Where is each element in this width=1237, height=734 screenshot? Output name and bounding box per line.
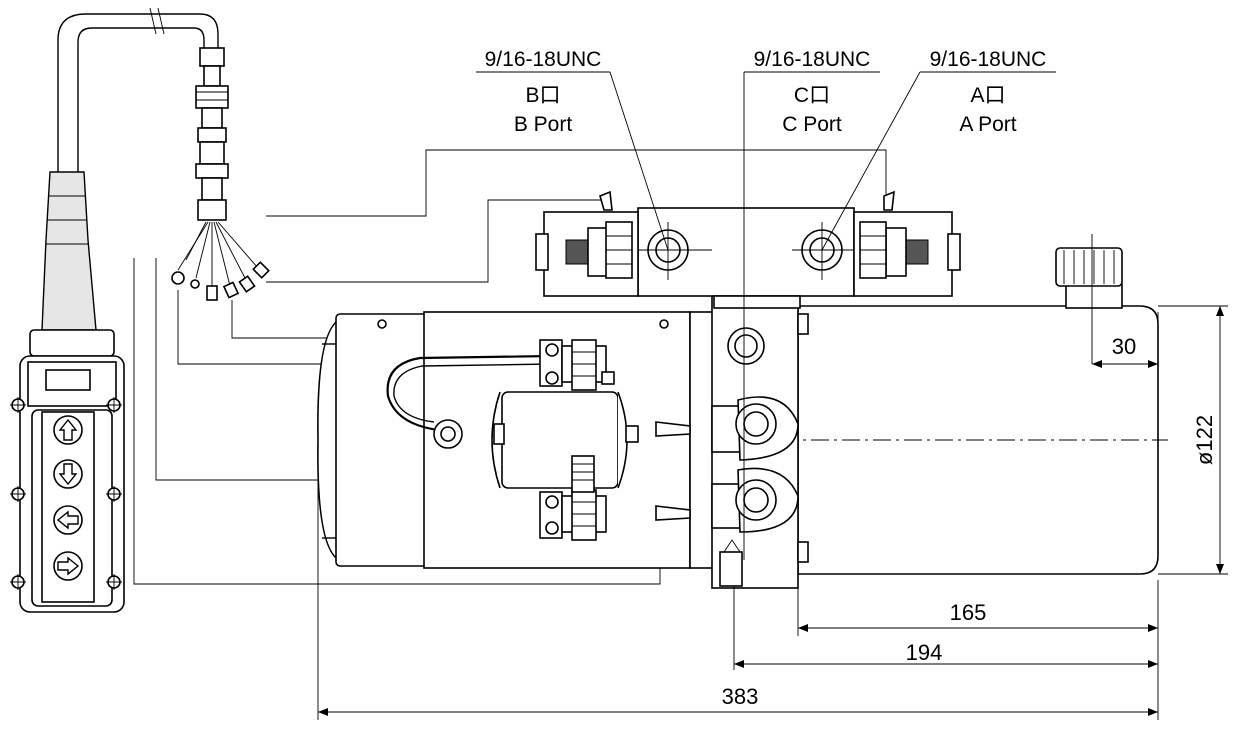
b-port-thread: 9/16-18UNC: [485, 48, 602, 71]
arrow-down-icon: [58, 463, 78, 486]
port-label-c: 9/16-18UNC C口 C Port: [743, 48, 880, 200]
dim-165-text: 165: [950, 600, 987, 625]
dim-30-text: 30: [1112, 334, 1136, 359]
port-label-b: 9/16-18UNC B口 B Port: [476, 48, 669, 251]
arrow-up-icon: [58, 418, 78, 441]
dimension-383: 383: [317, 440, 1158, 720]
pendant-control: [10, 171, 125, 613]
c-port-thread: 9/16-18UNC: [754, 48, 871, 71]
pendant-cable: [57, 7, 219, 172]
c-port-cn: C口: [794, 84, 830, 107]
a-port-thread: 9/16-18UNC: [930, 48, 1047, 71]
dimension-30: 30: [1092, 312, 1159, 372]
dim-122-text: ø122: [1192, 415, 1217, 465]
arrow-left-icon: [56, 510, 79, 530]
b-port-cn: B口: [525, 84, 560, 107]
dimension-122: ø122: [1158, 305, 1228, 575]
motor: [317, 311, 715, 569]
port-label-a: 9/16-18UNC A口 A Port: [821, 48, 1056, 251]
left-button[interactable]: [53, 505, 83, 535]
down-button[interactable]: [53, 459, 83, 489]
dim-383-text: 383: [722, 684, 759, 709]
arrow-right-icon: [57, 556, 80, 576]
dimension-165: 165: [797, 574, 1159, 720]
a-port-en: A Port: [959, 113, 1016, 136]
wire-fan: [171, 221, 270, 301]
c-port-en: C Port: [782, 113, 842, 136]
up-button[interactable]: [53, 415, 83, 445]
dimension-194: 194: [733, 586, 1158, 670]
cable-connector: [195, 47, 229, 221]
pump-block: [711, 295, 809, 589]
right-button[interactable]: [53, 551, 83, 581]
oil-tank: [780, 234, 1168, 575]
b-port-en: B Port: [514, 113, 573, 136]
dim-194-text: 194: [906, 640, 943, 665]
a-port-cn: A口: [970, 84, 1005, 107]
